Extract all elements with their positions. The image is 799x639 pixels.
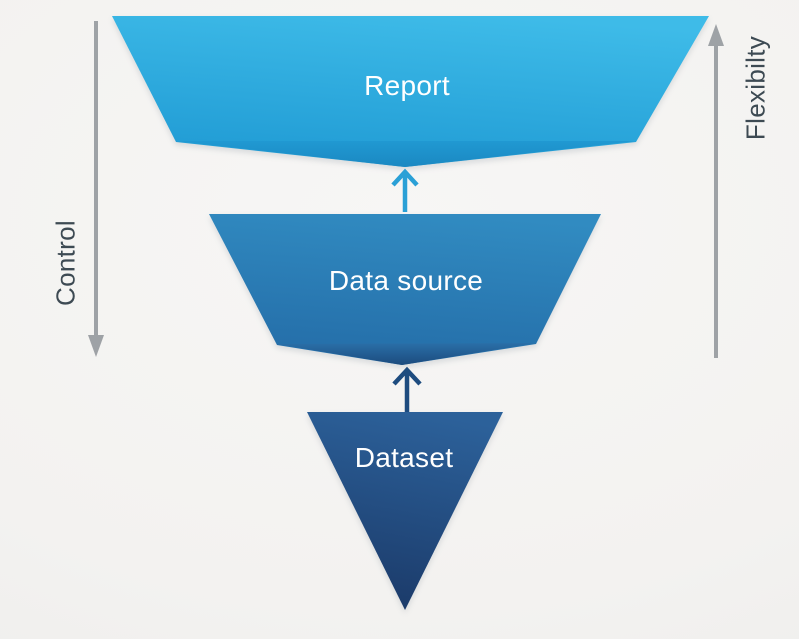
- data-source-trapezoid: [209, 214, 601, 365]
- funnel-level-report-shape: [112, 16, 709, 167]
- control-axis-label: Control: [50, 220, 81, 306]
- flexibility-axis-label: Flexibilty: [740, 35, 771, 141]
- data-source-chevron-bottom: [277, 343, 536, 365]
- report-label: Report: [364, 70, 450, 101]
- funnel-level-dataset-shape: [307, 412, 503, 610]
- report-chevron-bottom: [176, 141, 636, 167]
- dataset-triangle: [307, 412, 503, 610]
- up-arrow-icon: [391, 168, 419, 212]
- data-source-label: Data source: [328, 265, 484, 296]
- funnel-level-data-source-shape: [209, 214, 601, 365]
- dataset-label: Dataset: [354, 442, 454, 473]
- down-arrow-icon: [88, 335, 104, 357]
- up-arrow-icon: [708, 24, 724, 46]
- right-axis-arrow: [708, 24, 724, 358]
- report-trapezoid: [112, 16, 709, 167]
- up-arrow-icon: [392, 366, 422, 412]
- left-axis-arrow: [88, 21, 104, 357]
